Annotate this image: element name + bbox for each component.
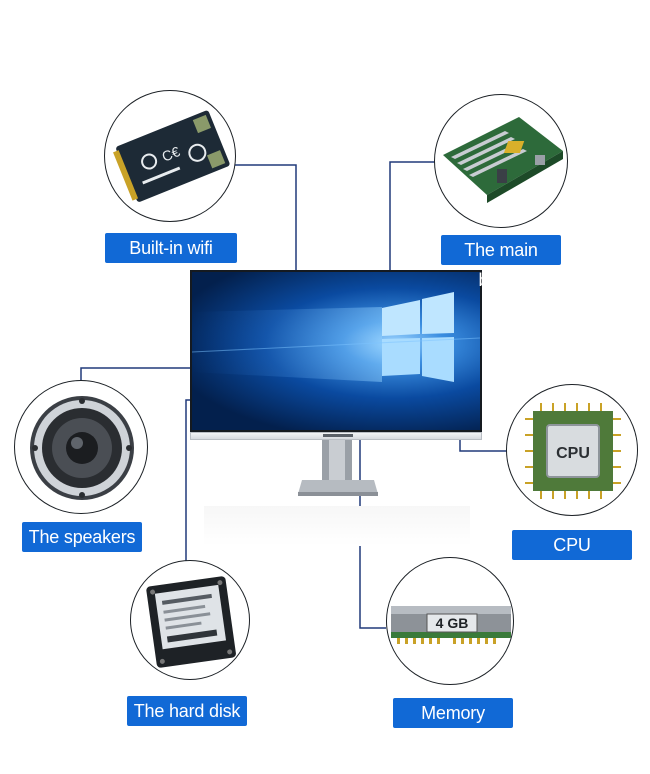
connector-cpu (459, 440, 508, 452)
monitor-bezel (190, 432, 482, 440)
connector-wifi (234, 164, 297, 272)
label-wifi: Built-in wifi (105, 233, 237, 263)
harddisk-circle (130, 560, 250, 680)
motherboard-icon (443, 117, 563, 203)
ssd-icon (146, 576, 236, 668)
label-cpu: CPU (512, 530, 632, 560)
label-harddisk: The hard disk (127, 696, 247, 726)
speaker-icon (30, 396, 134, 500)
svg-text:C€: C€ (159, 143, 182, 165)
monitor (190, 270, 482, 440)
ram-module-icon: 4 GB (391, 606, 511, 644)
memory-circle: 4 GB (386, 557, 514, 685)
cpu-chip-text: CPU (556, 445, 590, 462)
cpu-chip-icon: CPU (525, 403, 621, 499)
label-memory: Memory (393, 698, 513, 728)
speaker-circle (14, 380, 148, 514)
cpu-circle: CPU (506, 384, 638, 516)
brand-logo (323, 434, 353, 437)
label-mainboard: The main board (441, 235, 561, 290)
connector-memory (359, 440, 386, 629)
monitor-stand (298, 440, 378, 496)
monitor-screen (190, 270, 482, 432)
memory-chip-text: 4 GB (436, 615, 469, 631)
label-speakers: The speakers (22, 522, 142, 552)
windows-desktop-icon (191, 292, 481, 382)
wifi-card-circle: C€ (104, 90, 236, 222)
wifi-card-icon: C€ (113, 110, 230, 202)
mainboard-circle (434, 94, 568, 228)
connector-mainboard (389, 161, 436, 272)
monitor-reflection (204, 506, 470, 546)
